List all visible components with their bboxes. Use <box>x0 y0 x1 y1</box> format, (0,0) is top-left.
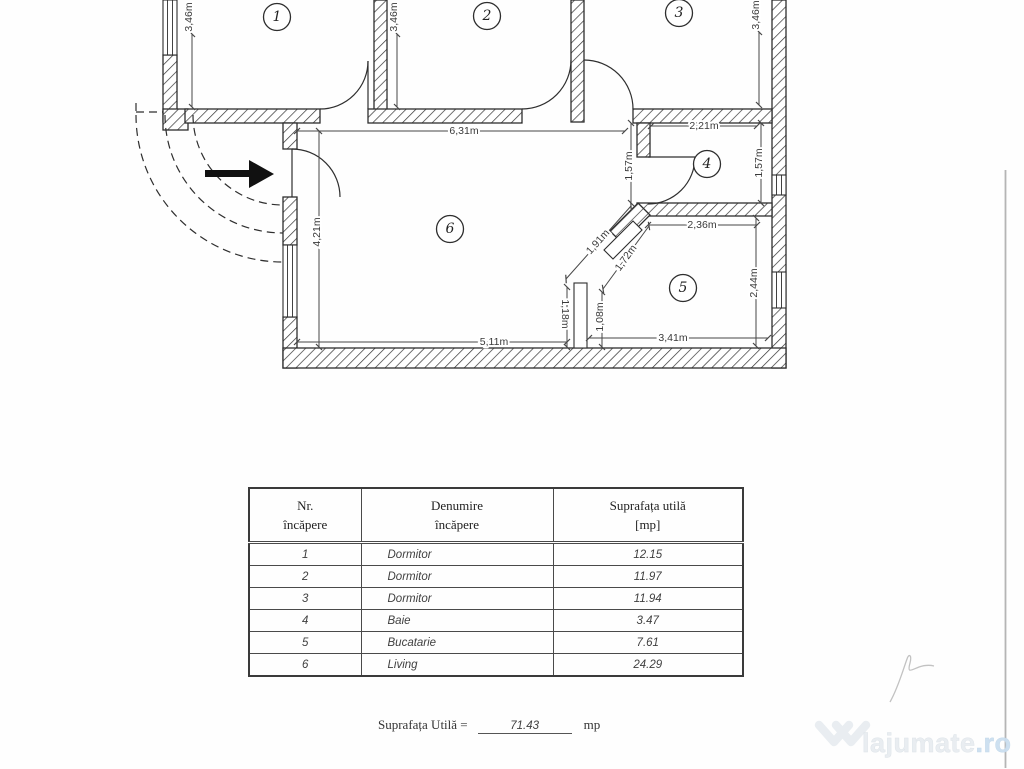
wall-bottom-exterior <box>282 347 787 369</box>
dim-living-width: 6,31m <box>449 125 478 137</box>
wall-divider-room2-room3 <box>570 0 585 123</box>
table-row: 5 Bucatarie 7.61 <box>248 631 744 654</box>
dim-room3-height: 3,46m <box>750 0 762 29</box>
header-suprafata: Suprafața utilă [mp] <box>552 487 744 544</box>
room-label-6: 6 <box>435 214 465 244</box>
dim-kitchen-height: 2,44m <box>748 268 760 297</box>
room-label-1: 1 <box>262 2 292 32</box>
dim-room1-height: 3,46m <box>183 2 195 31</box>
window-room1-left <box>162 0 178 56</box>
wall-corridor-a <box>184 108 321 124</box>
svg-text:4: 4 <box>702 156 712 172</box>
porch-steps <box>135 103 284 263</box>
wall-kitchen-stub <box>573 282 588 349</box>
table-row: 6 Living 24.29 <box>248 653 744 677</box>
wall-living-left-mid <box>282 196 298 246</box>
dim-room2-height: 3,46m <box>388 2 400 31</box>
table-row: 1 Dormitor 12.15 <box>248 542 744 566</box>
room-label-3: 3 <box>664 0 694 28</box>
svg-text:6: 6 <box>446 221 455 237</box>
room-label-4: 4 <box>692 149 722 179</box>
header-nr: Nr. încăpere <box>248 487 362 544</box>
watermark-text: lajumate.ro <box>862 728 1012 758</box>
dim-stub-right: 1,08m <box>594 302 606 331</box>
wall-divider-room1-room2 <box>373 0 388 111</box>
total-area-label: Suprafața Utilă = <box>378 717 468 732</box>
porch-arc-middle <box>164 114 284 234</box>
door-room2 <box>521 59 572 110</box>
total-area-unit: mp <box>583 717 601 732</box>
watermark: lajumate.ro <box>810 710 1015 764</box>
entrance-arrow-icon <box>205 160 274 188</box>
table-row: 2 Dormitor 11.97 <box>248 565 744 588</box>
dim-stub-left: 1,18m <box>559 299 571 328</box>
window-kitchen-right <box>771 271 787 309</box>
dim-kitchen-top-width: 2,36m <box>687 219 716 231</box>
lajumate-logo-icon <box>814 720 871 747</box>
windows <box>162 0 787 318</box>
dim-kitchen-bottom-width: 3,41m <box>658 332 687 344</box>
wall-bathroom-kitchen <box>636 202 773 217</box>
dimension-lines <box>188 28 772 351</box>
wall-living-left-stub <box>282 122 298 150</box>
svg-text:3: 3 <box>675 5 684 21</box>
handwritten-squiggle <box>889 654 935 703</box>
wall-corridor-b <box>367 108 523 124</box>
svg-text:1: 1 <box>273 9 282 25</box>
window-bathroom-right <box>771 174 787 196</box>
table-row: 3 Dormitor 11.94 <box>248 587 744 610</box>
dim-bathroom-width: 2,21m <box>689 120 718 132</box>
svg-text:5: 5 <box>679 280 688 296</box>
wall-entrance-corner <box>162 108 189 131</box>
dim-living-bottom-width: 5,11m <box>480 336 509 348</box>
total-area-line: Suprafața Utilă = 71.43 mp <box>378 717 600 734</box>
window-living-left <box>282 244 298 318</box>
door-room1 <box>319 60 369 110</box>
door-entrance <box>291 148 341 198</box>
table-row: 4 Baie 3.47 <box>248 609 744 632</box>
room-numbers: 1 2 3 4 5 6 <box>262 0 722 303</box>
porch-arc-inner <box>192 114 284 206</box>
dim-living-height: 4,21m <box>311 217 323 246</box>
porch-arc-outer <box>135 114 284 263</box>
room-label-5: 5 <box>668 273 698 303</box>
total-area-value: 71.43 <box>477 720 572 734</box>
svg-text:2: 2 <box>482 8 492 24</box>
door-room3 <box>583 59 634 110</box>
table-header-row: Nr. încăpere Denumire încăpere Suprafața… <box>248 487 744 544</box>
wall-bathroom-left <box>636 122 651 158</box>
dim-bathroom-height-right: 1,57m <box>753 148 765 177</box>
walls <box>162 0 787 369</box>
areas-table: Nr. încăpere Denumire încăpere Suprafața… <box>248 487 744 677</box>
door-bathroom <box>647 156 696 205</box>
header-denumire: Denumire încăpere <box>360 487 554 544</box>
room-label-2: 2 <box>472 1 502 31</box>
dim-bathroom-height-left: 1,57m <box>623 151 635 180</box>
